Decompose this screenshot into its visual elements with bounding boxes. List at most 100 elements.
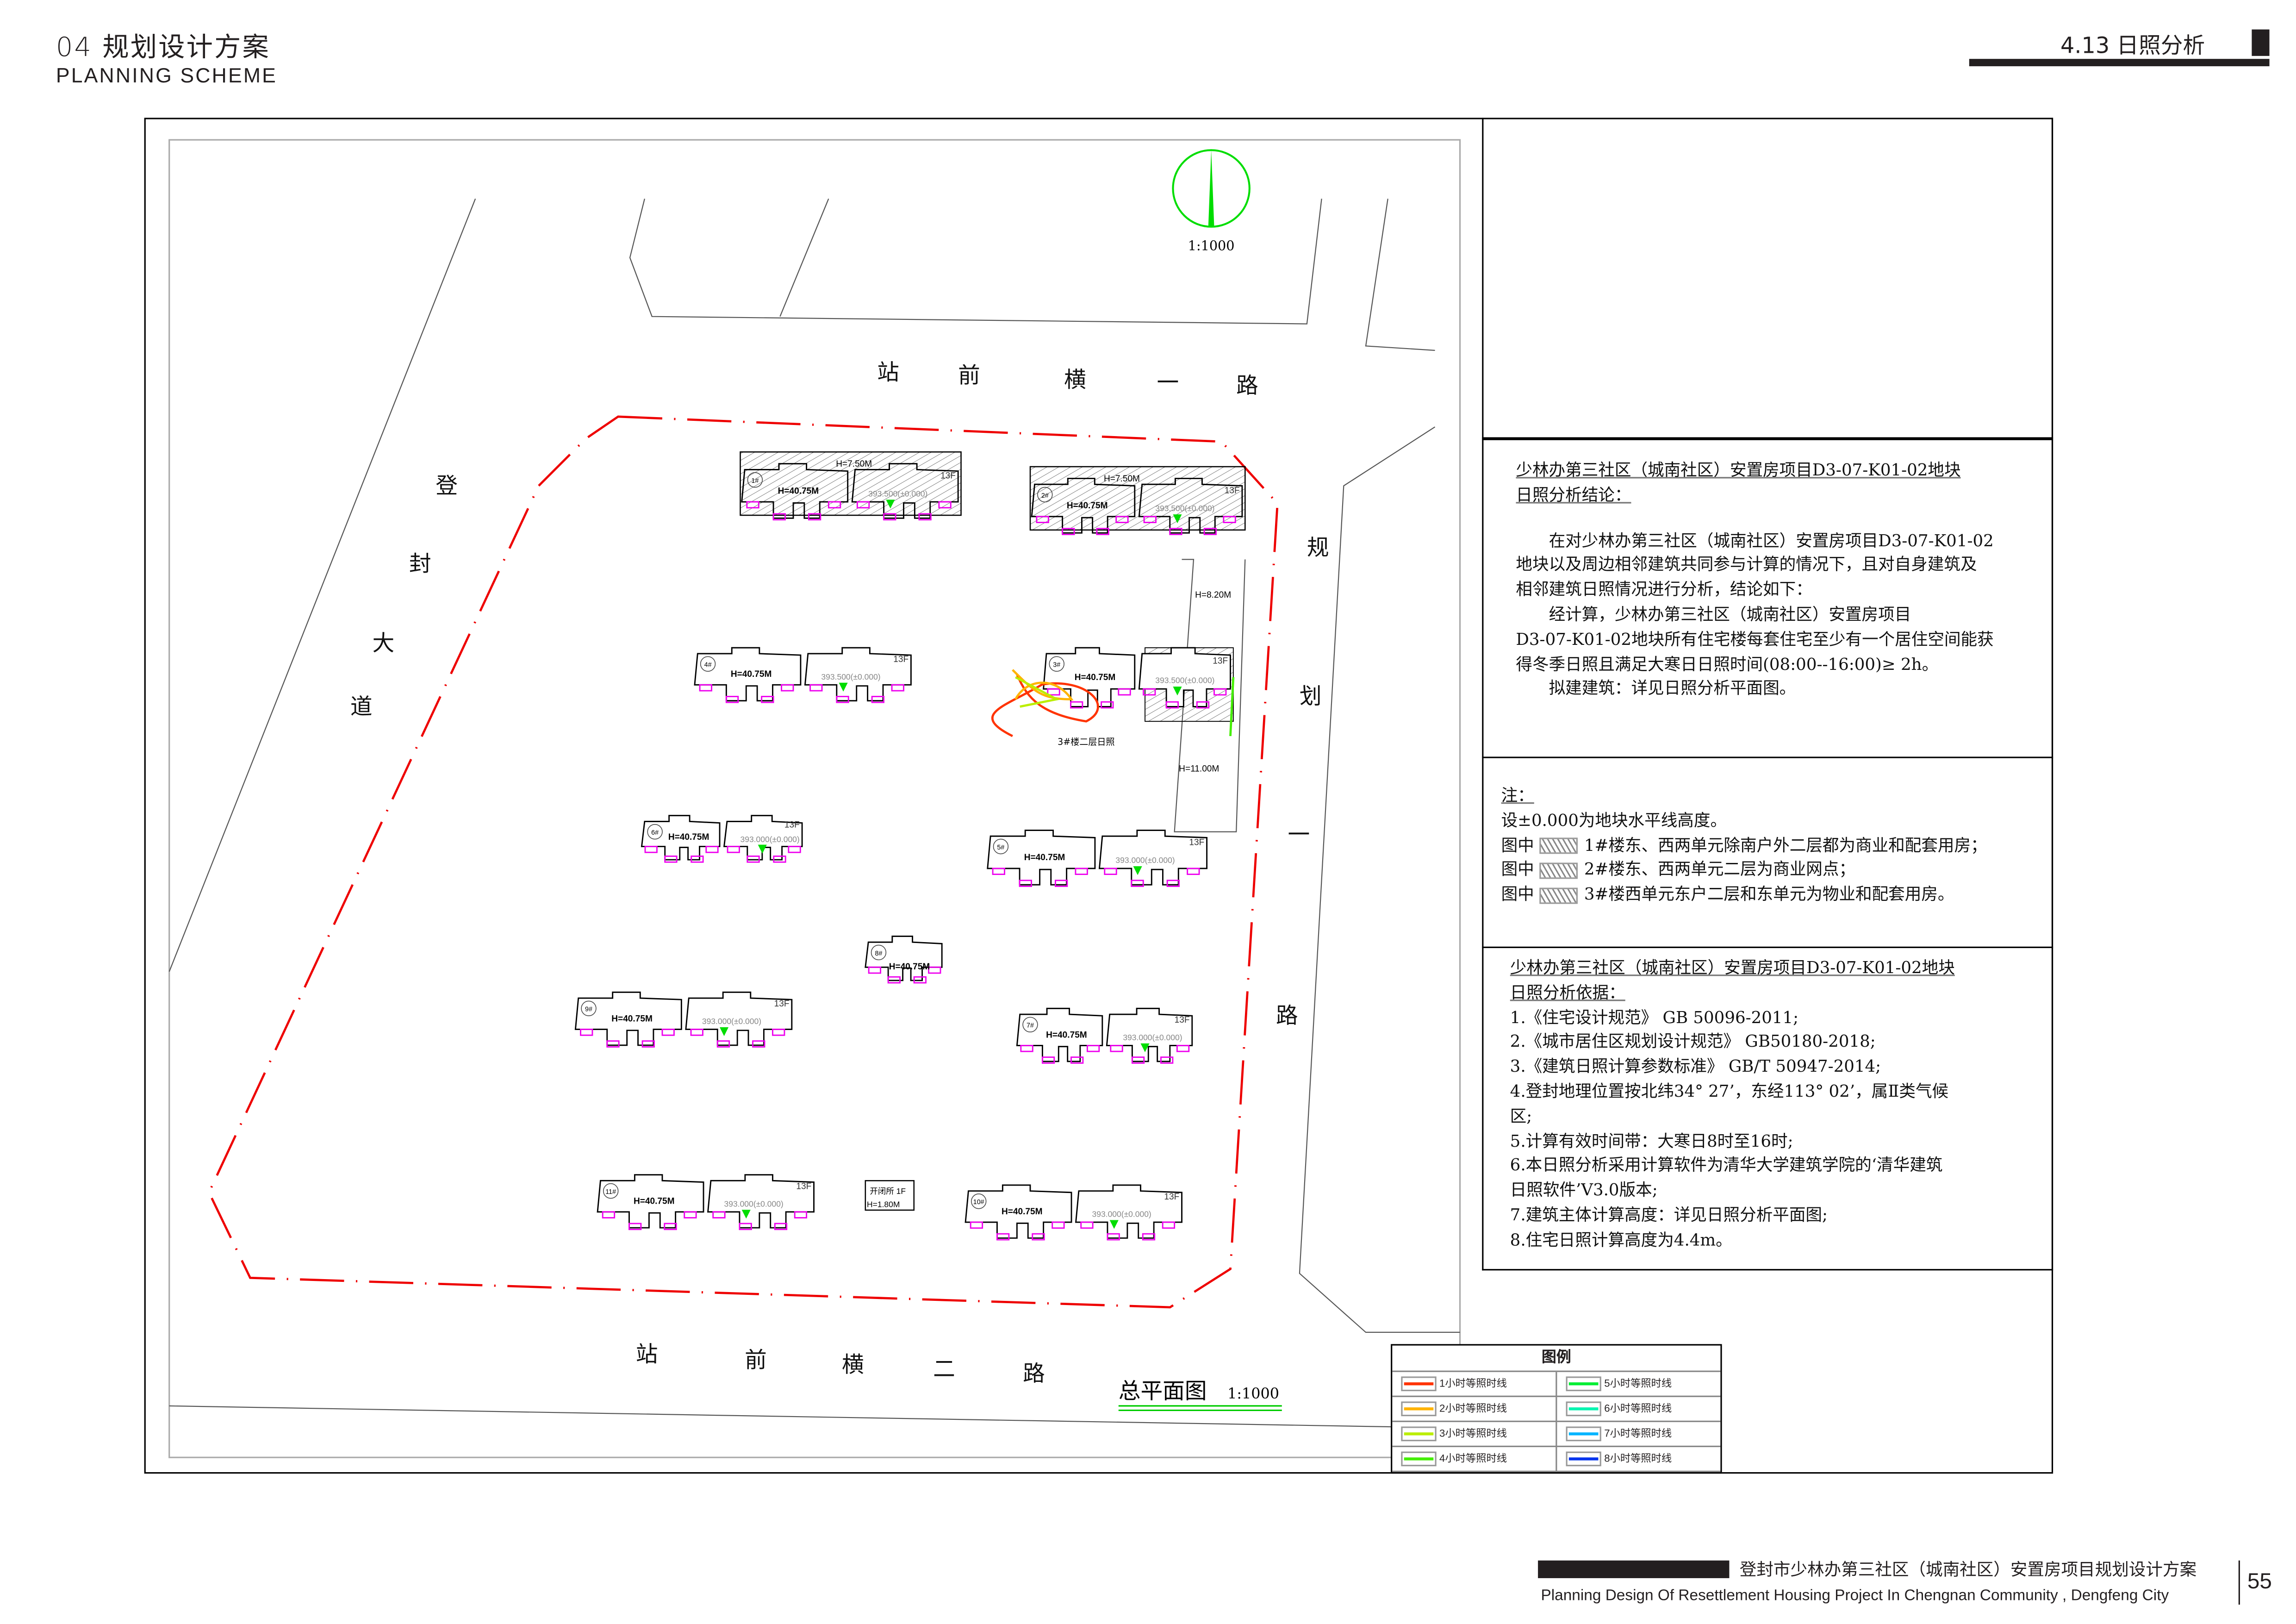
building-number-circle: [647, 824, 663, 840]
contour-swatch-icon: [1566, 1451, 1601, 1467]
balcony: [690, 1029, 703, 1036]
building-outline: [741, 463, 849, 519]
balcony: [773, 856, 786, 863]
balcony: [1142, 1233, 1156, 1241]
floor-count: 13F: [1189, 837, 1204, 847]
elevation-label: 393.000(±0.000): [1115, 856, 1175, 865]
legend-item: 3小时等照时线: [1392, 1421, 1557, 1447]
notes-title: 注：: [1501, 786, 1534, 806]
balcony: [699, 684, 712, 692]
balcony: [1110, 1045, 1123, 1052]
substation: 开闭所 1F H=1.80M: [865, 1180, 915, 1211]
road-name-left: 登: [436, 473, 458, 499]
building-height: H=40.75M: [634, 1197, 675, 1206]
road-name-bottom: 前: [745, 1348, 767, 1373]
title-underline: [1969, 59, 2270, 67]
road-name-right: 规: [1307, 535, 1329, 561]
balcony: [1176, 1045, 1190, 1052]
contour-swatch-icon: [1566, 1426, 1601, 1442]
building-height: H=40.75M: [731, 669, 772, 679]
text-line: 7.建筑主体计算高度：详见日照分析平面图;: [1510, 1206, 1828, 1225]
section-title-cn: 04 规划设计方案: [56, 32, 270, 63]
balcony: [1052, 1221, 1065, 1229]
building-number-circle: [871, 944, 887, 961]
text-line: 区;: [1510, 1106, 1532, 1126]
footer-title-cn: 登封市少林办第三社区（城南社区）安置房项目规划设计方案: [1739, 1559, 2197, 1580]
building-number: 1#: [751, 477, 759, 485]
page-title: 4.13 日照分析: [2060, 32, 2205, 59]
building-outline: [1075, 1184, 1182, 1239]
balcony: [628, 1223, 642, 1230]
balcony: [856, 501, 870, 509]
section-title-en: PLANNING SCHEME: [56, 63, 277, 87]
balcony: [808, 513, 821, 521]
balcony: [913, 976, 927, 984]
balcony: [752, 1040, 765, 1048]
balcony: [1104, 868, 1117, 875]
contour-swatch-icon: [1401, 1376, 1437, 1392]
text-line: 6.本日照分析采用计算软件为清华大学建筑学院的‘清华建筑: [1510, 1156, 1943, 1175]
balcony: [1213, 688, 1227, 696]
building-outline: [1138, 647, 1231, 707]
balcony: [1086, 1045, 1100, 1052]
building-number-circle: [747, 472, 763, 488]
legend-title: 图例: [1392, 1346, 1721, 1372]
balcony: [746, 501, 759, 509]
balcony: [1131, 1056, 1145, 1064]
contour-swatch-icon: [1401, 1401, 1437, 1417]
text-line: 设±0.000为地块水平线高度。: [1501, 811, 1727, 830]
building-number: 8#: [875, 950, 883, 957]
building-height: H=40.75M: [1075, 673, 1116, 682]
building-height: H=40.75M: [668, 832, 709, 842]
road-name-left: 大: [373, 631, 395, 656]
balcony: [1036, 516, 1049, 524]
legend-item: 7小时等照时线: [1556, 1421, 1721, 1447]
conclusion-subtitle: 日照分析结论：: [1516, 485, 1631, 505]
balcony: [761, 696, 774, 703]
note-prefix: 图中: [1501, 885, 1534, 905]
balcony: [891, 684, 904, 692]
legend-label: 6小时等照时线: [1604, 1404, 1672, 1415]
text-line: 得冬季日照且满足大寒日日照时间(08:00--16:00)≥ 2h。: [1516, 654, 1939, 674]
building-number: 9#: [585, 1006, 592, 1013]
legend-label: 5小时等照时线: [1604, 1379, 1672, 1390]
elevation-marker-icon: [1140, 1043, 1150, 1052]
basis-subtitle: 日照分析依据：: [1510, 983, 1625, 1002]
context-lines: [168, 198, 1460, 1429]
legend-item: 5小时等照时线: [1556, 1372, 1721, 1397]
road-name-bottom: 路: [1023, 1361, 1045, 1387]
sunlight-label: 3#楼二层日照: [1058, 737, 1115, 747]
podium-height: H=11.00M: [1179, 764, 1219, 774]
building-number: 7#: [1027, 1022, 1034, 1030]
building-outline: [685, 991, 793, 1046]
north-arrow: [1172, 149, 1251, 228]
building-number-circle: [603, 1183, 619, 1199]
balcony: [938, 501, 952, 509]
legend-label: 2小时等照时线: [1439, 1404, 1507, 1415]
balcony: [1101, 701, 1114, 709]
contour-swatch-icon: [1401, 1451, 1437, 1467]
balcony: [1131, 880, 1144, 887]
hatch-swatch: [1540, 862, 1579, 879]
building-number: 6#: [651, 829, 659, 837]
legend-item: 4小时等照时线: [1392, 1446, 1557, 1473]
north-needle-icon: [1208, 150, 1214, 227]
legend-item: 1小时等照时线: [1392, 1372, 1557, 1397]
text-line: 地块以及周边相邻建筑共同参与计算的情况下，且对自身建筑及: [1516, 556, 1977, 575]
balcony: [871, 696, 885, 703]
sunlight-contours: [991, 669, 1235, 737]
balcony: [1020, 1045, 1033, 1052]
building-number-circle: [971, 1193, 987, 1209]
building-height: H=40.75M: [889, 962, 930, 972]
balcony: [1160, 1056, 1174, 1064]
legend-label: 8小时等照时线: [1604, 1454, 1672, 1465]
balcony: [774, 1223, 788, 1230]
note-text: 2#楼东、西两单元二层为商业网点；: [1584, 860, 1856, 880]
balcony: [644, 846, 658, 853]
